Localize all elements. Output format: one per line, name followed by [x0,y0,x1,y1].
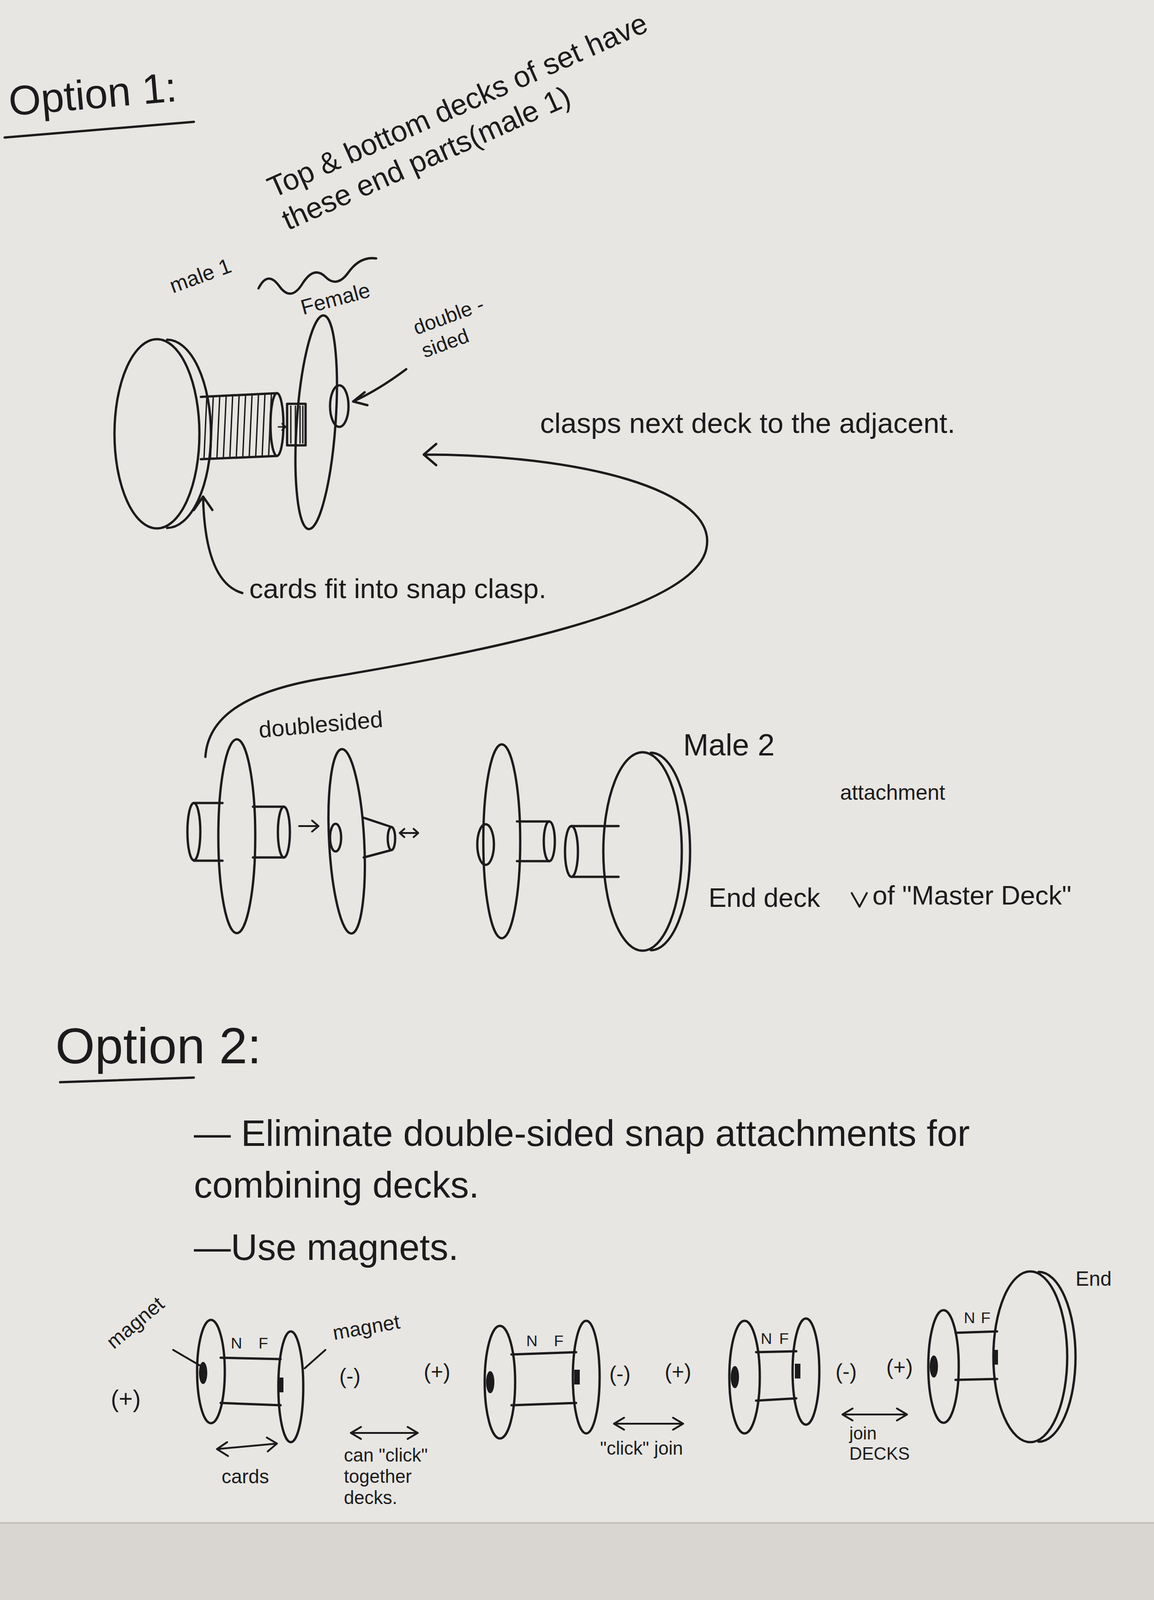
post-end [543,821,555,862]
deck-disc [928,1310,959,1424]
leader-line [173,1350,201,1367]
section-heading: Option 2: [55,1015,262,1077]
deck-disc [484,1326,516,1439]
disc-rim [650,752,691,951]
post [220,1358,281,1406]
insert-caret [851,893,867,908]
pole-mark: F [980,1308,991,1328]
deck-disc [218,739,256,934]
note: "click" join [600,1437,693,1460]
leader-line [304,1350,326,1369]
post-end [564,826,578,878]
magnets [198,1350,998,1394]
note: double -sided [409,285,514,364]
ink [4,121,1076,1457]
leader-curve [205,444,708,758]
polarity-mark: (+) [110,1384,141,1414]
cone-end [387,827,396,851]
leader-arrow [193,496,243,594]
double-arrow [350,1427,418,1440]
part-label: male 1 [166,252,235,299]
small-arrow [299,820,319,832]
snap-boss [330,385,349,427]
thread-hatch [204,393,272,458]
magnet [574,1370,580,1385]
disc-rim [1038,1272,1076,1443]
female-disc [289,314,343,531]
double-arrow [399,829,419,838]
double-arrow [613,1418,684,1431]
pole-mark: F [258,1334,269,1353]
note: cards fit into snap clasp. [249,572,547,606]
pole-mark: N [760,1329,773,1349]
deck-disc [729,1321,760,1434]
magnet [486,1371,495,1394]
double-arrow [216,1437,277,1457]
paper-edge [0,1523,1154,1600]
insert-note: attachment [840,780,946,806]
polarity-mark: (-) [835,1359,857,1385]
pole-mark: F [779,1329,789,1349]
deck-disc [324,748,370,935]
part-label: Male 2 [683,727,775,764]
deck-disc [278,1331,304,1443]
polarity-mark: (-) [609,1361,631,1388]
list-item: —Use magnets. [193,1225,459,1270]
part-label: magnet [330,1310,403,1346]
note: cards [221,1465,270,1489]
magnet [277,1377,284,1393]
polarity-mark: (+) [423,1359,451,1385]
magnet [730,1366,740,1389]
note: clasps next deck to the adjacent. [540,406,956,441]
magnet [929,1355,938,1378]
deck-disc [483,744,521,939]
part-label: doublesided [257,705,385,744]
note: Top & bottom decks of set have these end… [262,4,671,238]
pole-mark: F [553,1331,564,1351]
deck-disc [792,1318,820,1425]
post-end [277,806,290,858]
note: of "Master Deck" [872,879,1072,912]
deck-disc [197,1320,225,1424]
pole-mark: N [230,1334,243,1353]
male-disc [603,752,682,951]
polarity-mark: (-) [339,1364,361,1390]
magnet [794,1364,801,1379]
note: join DECKS [849,1424,933,1465]
pole-mark: N [526,1331,538,1351]
polarity-mark: (+) [664,1359,692,1385]
post [756,1351,797,1401]
pole-mark: N [963,1308,976,1328]
part-label: End [1075,1267,1112,1292]
post [511,1352,577,1406]
note: can "click" together decks. [343,1444,464,1509]
post [955,1331,998,1381]
note: End deck [708,881,821,914]
part-label: Female [297,277,373,321]
snap-socket [287,403,306,446]
deck-disc [572,1321,600,1434]
paper-edge-line [0,1522,1154,1525]
underline [60,1077,194,1083]
ring [477,824,494,866]
small-arrow [278,423,286,431]
list-item: — Eliminate double-sided snap attachment… [193,1107,1007,1212]
part-label: magnet [101,1292,169,1355]
ring [330,823,342,852]
post-end [270,393,284,457]
polarity-mark: (+) [886,1354,914,1381]
threaded-post [200,393,277,460]
end-disc [993,1271,1068,1443]
magnet [992,1350,998,1365]
leader-arrow [353,369,407,406]
socket-hatch [290,406,303,444]
double-arrow [842,1408,908,1421]
post-end [187,803,201,861]
section-heading: Option 1: [6,61,179,127]
magnet [198,1362,208,1385]
male-disc [114,339,200,529]
